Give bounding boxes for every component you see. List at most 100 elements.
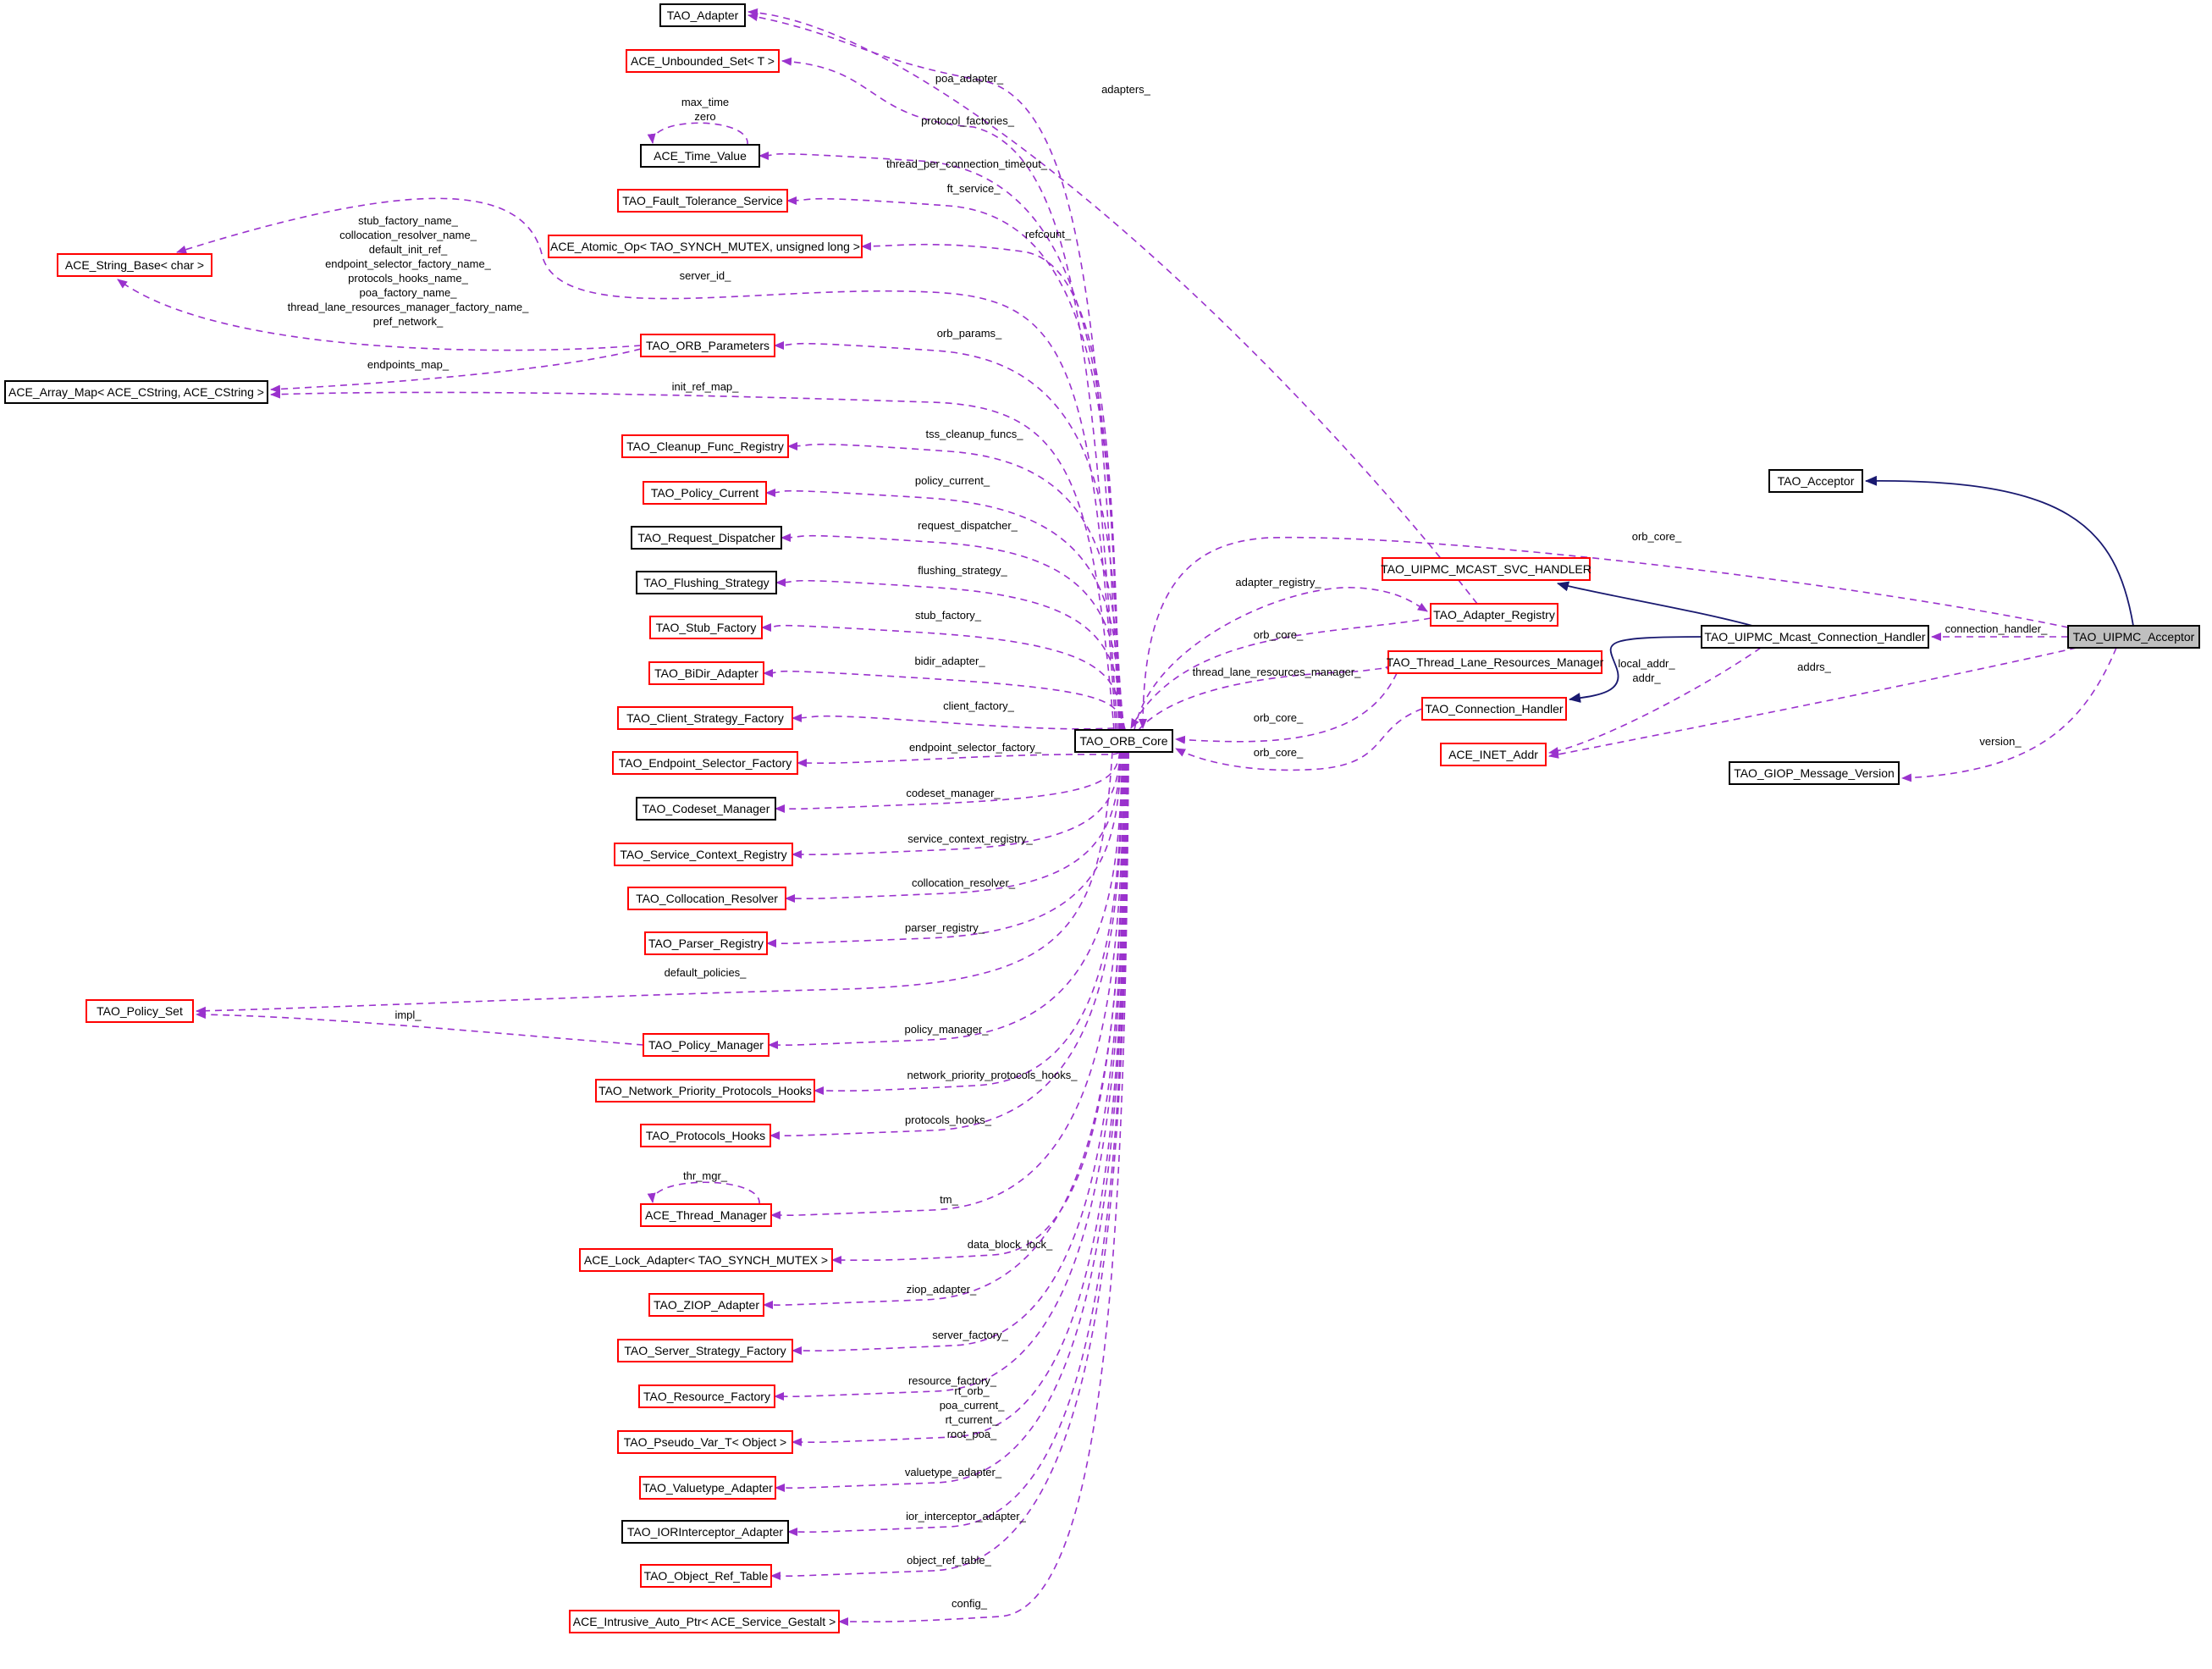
class-node-box: [643, 1033, 770, 1057]
class-node-ace-atomic-op[interactable]: ACE_Atomic_Op< TAO_SYNCH_MUTEX, unsigned…: [548, 235, 863, 258]
edge-orb-core-to-thread-lane-resources-manager: [1138, 662, 1394, 731]
edge-orb-core-to-tao-collocation-resolver: [785, 751, 1122, 904]
edge-orb-core-to-tao-orb-parameters: [774, 340, 1123, 731]
class-node-label: TAO_Pseudo_Var_T< Object >: [624, 1435, 786, 1449]
class-node-tao-object-ref-table[interactable]: TAO_Object_Ref_Table: [640, 1564, 772, 1588]
class-node-tao-server-strategy-factory[interactable]: TAO_Server_Strategy_Factory: [617, 1339, 793, 1362]
class-node-tao-policy-manager[interactable]: TAO_Policy_Manager: [643, 1033, 770, 1057]
class-node-tao-policy-set[interactable]: TAO_Policy_Set: [86, 999, 194, 1023]
edge-policy-manager-to-policy-set: [196, 1010, 644, 1046]
edge-thread-lane-resources-manager-to-orb-core: [1175, 672, 1398, 744]
class-node-tao-connection-handler[interactable]: TAO_Connection_Handler: [1421, 697, 1567, 721]
class-node-tao-request-dispatcher[interactable]: TAO_Request_Dispatcher: [631, 526, 782, 550]
class-node-label: TAO_Object_Ref_Table: [644, 1569, 769, 1583]
class-node-tao-acceptor[interactable]: TAO_Acceptor: [1768, 469, 1863, 493]
class-node-tao-network-priority-protocols-hooks[interactable]: TAO_Network_Priority_Protocols_Hooks: [595, 1079, 815, 1103]
class-node-tao-codeset-manager[interactable]: TAO_Codeset_Manager: [636, 797, 776, 821]
class-node-tao-flushing-strategy[interactable]: TAO_Flushing_Strategy: [636, 571, 777, 594]
class-node-label: TAO_ORB_Parameters: [646, 339, 770, 352]
class-node-label: TAO_UIPMC_Acceptor: [2073, 630, 2195, 644]
edge-orb-core-to-ace-intrusive-auto-ptr: [838, 751, 1129, 1627]
class-node-tao-service-context-registry[interactable]: TAO_Service_Context_Registry: [614, 843, 793, 866]
class-node-tao-pseudo-var-t[interactable]: TAO_Pseudo_Var_T< Object >: [617, 1430, 793, 1454]
class-node-label: TAO_Protocols_Hooks: [646, 1129, 765, 1142]
class-node-tao-uipmc-acceptor[interactable]: TAO_UIPMC_Acceptor: [2067, 625, 2200, 649]
edge-label-adapter-registry: adapter_registry_: [1235, 576, 1321, 589]
class-node-box: [1074, 729, 1173, 753]
class-node-tao-orb-core[interactable]: TAO_ORB_Core: [1074, 729, 1173, 753]
edge-label-adapters: adapters_: [1101, 83, 1151, 96]
edge-label-resource-factory: resource_factory_: [908, 1374, 997, 1387]
class-node-box: [648, 1293, 764, 1317]
class-node-ace-intrusive-auto-ptr[interactable]: ACE_Intrusive_Auto_Ptr< ACE_Service_Gest…: [569, 1610, 840, 1633]
class-node-tao-adapter-registry[interactable]: TAO_Adapter_Registry: [1430, 603, 1558, 627]
edge-label-stub-factory: stub_factory_: [915, 609, 982, 622]
edge-label-tm: tm_: [940, 1193, 958, 1206]
class-node-label: TAO_Cleanup_Func_Registry: [626, 439, 784, 453]
class-node-tao-fault-tolerance-service[interactable]: TAO_Fault_Tolerance_Service: [617, 189, 788, 213]
class-node-tao-parser-registry[interactable]: TAO_Parser_Registry: [644, 931, 768, 955]
class-node-tao-collocation-resolver[interactable]: TAO_Collocation_Resolver: [627, 887, 786, 910]
class-node-tao-bidir-adapter[interactable]: TAO_BiDir_Adapter: [648, 661, 764, 685]
edge-orb-core-to-tao-object-ref-table: [770, 751, 1129, 1581]
class-node-ace-string-base[interactable]: ACE_String_Base< char >: [57, 253, 212, 277]
class-node-box: [644, 931, 768, 955]
class-node-tao-orb-parameters[interactable]: TAO_ORB_Parameters: [640, 334, 775, 357]
class-node-ace-array-map[interactable]: ACE_Array_Map< ACE_CString, ACE_CString …: [4, 380, 268, 404]
class-node-box: [621, 434, 789, 458]
class-node-tao-client-strategy-factory[interactable]: TAO_Client_Strategy_Factory: [617, 706, 793, 730]
class-node-box: [617, 1339, 793, 1362]
edge-orb-core-to-adapter-registry: [1134, 587, 1428, 731]
class-node-tao-cleanup-func-registry[interactable]: TAO_Cleanup_Func_Registry: [621, 434, 789, 458]
class-node-ace-thread-manager[interactable]: ACE_Thread_Manager: [640, 1203, 772, 1227]
class-node-tao-resource-factory[interactable]: TAO_Resource_Factory: [638, 1384, 775, 1408]
edge-mcast-connection-handler-inherits-connection-handler: [1569, 636, 1704, 703]
class-node-tao-uipmc-mcast-connection-handler[interactable]: TAO_UIPMC_Mcast_Connection_Handler: [1701, 625, 1929, 649]
edge-label-policy-current: policy_current_: [915, 474, 990, 487]
class-node-label: TAO_Client_Strategy_Factory: [626, 711, 784, 725]
edge-layer: [117, 8, 2134, 1627]
class-node-box: [1430, 603, 1558, 627]
class-node-tao-thread-lane-resources-manager[interactable]: TAO_Thread_Lane_Resources_Manager: [1387, 650, 1604, 674]
class-node-tao-policy-current[interactable]: TAO_Policy_Current: [643, 481, 767, 505]
class-node-tao-uipmc-mcast-svc-handler[interactable]: TAO_UIPMC_MCAST_SVC_HANDLER: [1381, 557, 1591, 581]
class-node-label: ACE_Lock_Adapter< TAO_SYNCH_MUTEX >: [584, 1253, 828, 1267]
class-node-box: [86, 999, 194, 1023]
class-node-tao-giop-message-version[interactable]: TAO_GIOP_Message_Version: [1729, 761, 1900, 785]
class-node-label: TAO_Policy_Current: [651, 486, 758, 500]
class-node-box: [640, 1564, 772, 1588]
edge-label-addrs: addrs_: [1797, 660, 1832, 673]
class-node-ace-inet-addr[interactable]: ACE_INET_Addr: [1440, 743, 1547, 766]
class-node-label: TAO_Policy_Manager: [648, 1038, 764, 1052]
class-node-tao-adapter[interactable]: TAO_Adapter: [659, 3, 746, 27]
class-node-ace-unbounded-set[interactable]: ACE_Unbounded_Set< T >: [626, 49, 780, 73]
class-node-box: [1440, 743, 1547, 766]
class-node-tao-ziop-adapter[interactable]: TAO_ZIOP_Adapter: [648, 1293, 764, 1317]
edge-label-endpoint-selector-factory: endpoint_selector_factory_: [909, 741, 1042, 754]
class-node-label: TAO_ZIOP_Adapter: [654, 1298, 759, 1312]
edge-label-tss-cleanup-funcs: tss_cleanup_funcs_: [926, 428, 1024, 440]
edge-label-policy-manager: policy_manager_: [904, 1023, 989, 1036]
class-node-ace-lock-adapter[interactable]: ACE_Lock_Adapter< TAO_SYNCH_MUTEX >: [579, 1248, 833, 1272]
class-node-tao-protocols-hooks[interactable]: TAO_Protocols_Hooks: [640, 1124, 771, 1147]
class-node-tao-stub-factory[interactable]: TAO_Stub_Factory: [649, 616, 763, 639]
edge-label-thread-per-connection-timeout: thread_per_connection_timeout_: [886, 158, 1048, 170]
class-node-box: [639, 1476, 776, 1500]
edge-label-orb-params: orb_params_: [937, 327, 1002, 340]
class-node-label: TAO_Fault_Tolerance_Service: [622, 194, 783, 207]
class-node-tao-endpoint-selector-factory[interactable]: TAO_Endpoint_Selector_Factory: [612, 751, 798, 775]
class-node-label: TAO_Parser_Registry: [648, 937, 764, 950]
edge-label-thread-lane-resources-manager: thread_lane_resources_manager_: [1193, 666, 1362, 678]
class-node-box: [579, 1248, 833, 1272]
class-node-tao-valuetype-adapter[interactable]: TAO_Valuetype_Adapter: [639, 1476, 776, 1500]
edge-uipmc-acceptor-to-orb-core: [1139, 536, 2069, 729]
class-node-box: [617, 1430, 793, 1454]
edge-label-object-ref-table: object_ref_table_: [907, 1554, 992, 1567]
edge-label-parser-registry: parser_registry_: [905, 921, 985, 934]
class-node-box: [643, 481, 767, 505]
class-node-tao-iorinterceptor-adapter[interactable]: TAO_IORInterceptor_Adapter: [621, 1520, 789, 1544]
class-node-label: ACE_Atomic_Op< TAO_SYNCH_MUTEX, unsigned…: [550, 240, 860, 253]
edge-orb-core-to-tao-ziop-adapter: [763, 751, 1126, 1310]
class-node-ace-time-value[interactable]: ACE_Time_Value: [640, 144, 760, 168]
